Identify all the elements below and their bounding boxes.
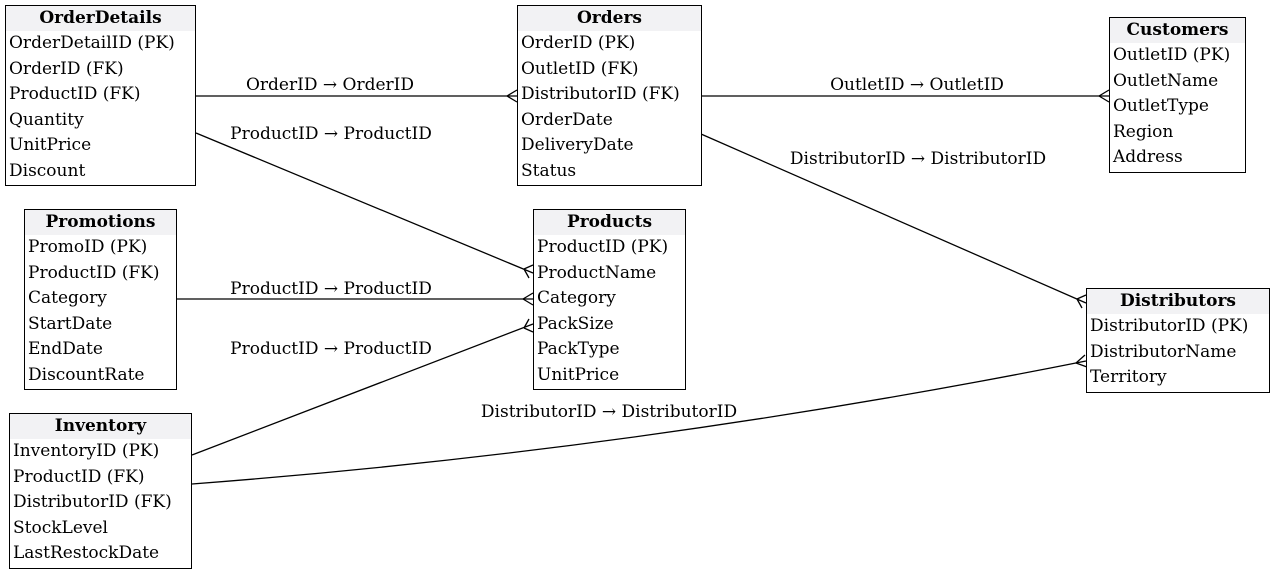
attribute: ProductID (FK) bbox=[9, 84, 141, 104]
entity-title: Orders bbox=[518, 6, 701, 31]
entity-promotions[interactable]: Promotions PromoID (PK) ProductID (FK) C… bbox=[24, 209, 177, 390]
attribute: StockLevel bbox=[13, 517, 108, 538]
attribute: OutletID (PK) bbox=[1113, 45, 1231, 65]
entity-products[interactable]: Products ProductID (PK) ProductName Cate… bbox=[533, 209, 686, 390]
attribute: ProductID (FK) bbox=[13, 466, 145, 487]
relationship-orderdetails-products: ProductID → ProductID bbox=[195, 124, 534, 279]
entity-distributors[interactable]: Distributors DistributorID (PK) Distribu… bbox=[1086, 288, 1270, 393]
entity-title: Products bbox=[534, 210, 685, 235]
attribute: Category bbox=[537, 288, 616, 308]
relationship-orders-distributors: DistributorID → DistributorID bbox=[700, 133, 1087, 309]
entity-title: Customers bbox=[1110, 18, 1245, 43]
attribute: OrderDetailID (PK) bbox=[9, 33, 175, 53]
attribute: ProductName bbox=[537, 262, 657, 283]
attribute: OrderID (FK) bbox=[9, 58, 124, 79]
attribute: InventoryID (PK) bbox=[13, 441, 160, 461]
attribute: Category bbox=[28, 288, 107, 308]
relationship-promotions-products: ProductID → ProductID bbox=[177, 279, 534, 306]
attribute: Status bbox=[521, 160, 577, 181]
relationship-orders-customers: OutletID → OutletID bbox=[701, 75, 1110, 103]
attribute: DiscountRate bbox=[28, 364, 145, 385]
attribute: DistributorID (FK) bbox=[13, 492, 172, 512]
attribute: DistributorID (FK) bbox=[521, 84, 680, 104]
entity-title: Promotions bbox=[25, 210, 176, 235]
entity-customers[interactable]: Customers OutletID (PK) OutletName Outle… bbox=[1109, 17, 1246, 173]
attribute: DistributorID (PK) bbox=[1090, 316, 1249, 336]
relationship-label: OrderID → OrderID bbox=[246, 75, 414, 95]
relationship-label: OutletID → OutletID bbox=[830, 75, 1004, 95]
attribute: PackType bbox=[537, 339, 620, 359]
entity-order-details[interactable]: OrderDetails OrderDetailID (PK) OrderID … bbox=[5, 5, 196, 186]
attribute: UnitPrice bbox=[9, 135, 92, 155]
relationship-orderdetails-orders: OrderID → OrderID bbox=[196, 75, 518, 103]
attribute: ProductID (PK) bbox=[537, 237, 669, 257]
entity-title: Distributors bbox=[1087, 289, 1269, 314]
attribute: OutletType bbox=[1113, 96, 1209, 116]
relationship-inventory-products: ProductID → ProductID bbox=[191, 318, 534, 456]
attribute: PromoID (PK) bbox=[28, 237, 148, 257]
relationship-inventory-distributors: DistributorID → DistributorID bbox=[191, 354, 1088, 485]
attribute: EndDate bbox=[28, 339, 103, 359]
attribute: OrderDate bbox=[521, 109, 613, 130]
attribute: OutletName bbox=[1113, 70, 1219, 91]
attribute: UnitPrice bbox=[537, 364, 620, 385]
attribute: Address bbox=[1113, 147, 1183, 167]
attribute: Territory bbox=[1090, 367, 1167, 387]
relationship-label: ProductID → ProductID bbox=[230, 339, 432, 359]
relationship-label: ProductID → ProductID bbox=[230, 124, 432, 144]
attribute: StartDate bbox=[28, 313, 113, 334]
attribute: DeliveryDate bbox=[521, 135, 634, 155]
relationship-label: DistributorID → DistributorID bbox=[790, 149, 1046, 169]
attribute: OrderID (PK) bbox=[521, 33, 636, 53]
attribute: Quantity bbox=[9, 109, 84, 130]
entity-orders[interactable]: Orders OrderID (PK) OutletID (FK) Distri… bbox=[517, 5, 702, 186]
attribute: LastRestockDate bbox=[13, 543, 160, 563]
attribute: OutletID (FK) bbox=[521, 58, 639, 79]
entity-title: OrderDetails bbox=[6, 6, 195, 31]
entity-inventory[interactable]: Inventory InventoryID (PK) ProductID (FK… bbox=[9, 413, 192, 569]
attribute: Region bbox=[1113, 121, 1174, 142]
relationship-label: DistributorID → DistributorID bbox=[481, 402, 737, 422]
attribute: Discount bbox=[9, 160, 86, 181]
attribute: DistributorName bbox=[1090, 341, 1237, 362]
entity-title: Inventory bbox=[10, 414, 191, 439]
attribute: PackSize bbox=[537, 313, 614, 334]
attribute: ProductID (FK) bbox=[28, 262, 160, 283]
relationship-label: ProductID → ProductID bbox=[230, 279, 432, 299]
